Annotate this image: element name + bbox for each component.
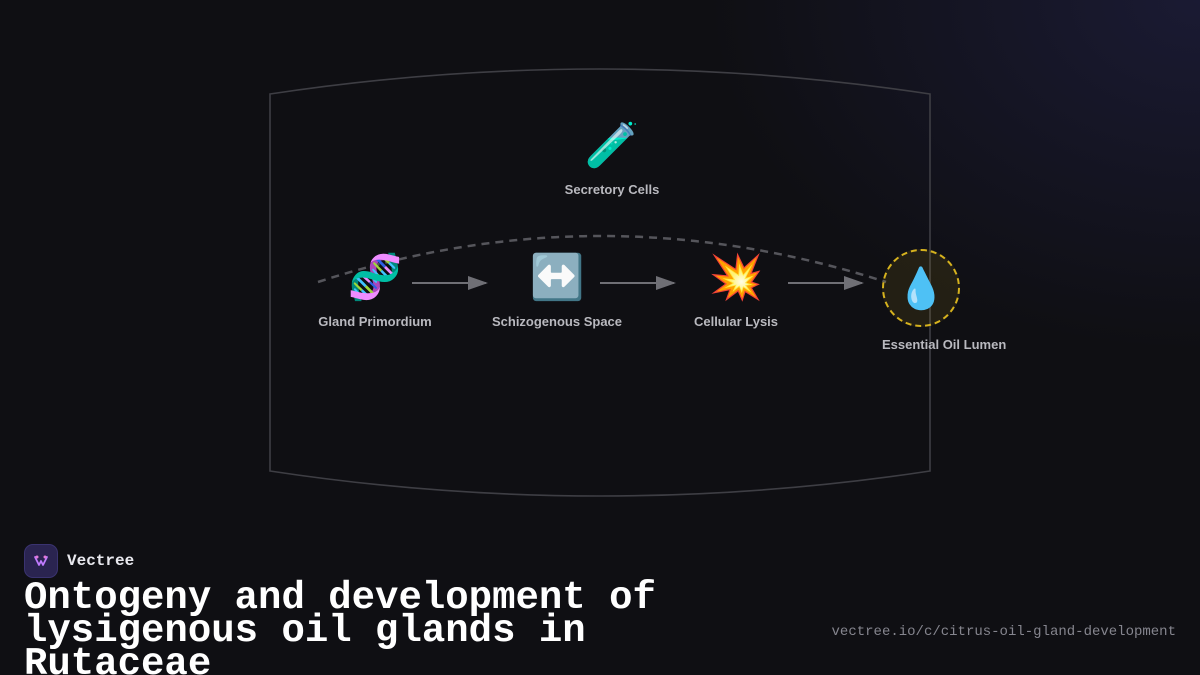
page-title: Ontogeny and development of lysigenous o… <box>24 576 656 675</box>
node-label-schizogenous-space: Schizogenous Space <box>491 314 623 329</box>
brand[interactable]: Vectree <box>24 544 134 578</box>
droplet-icon: 💧 <box>896 265 946 312</box>
node-label-gland-primordium: Gland Primordium <box>318 314 432 329</box>
collision-icon: 💥 <box>708 252 764 303</box>
node-gland-primordium[interactable]: 🧬 Gland Primordium <box>318 252 431 329</box>
node-label-cellular-lysis: Cellular Lysis <box>693 314 779 329</box>
node-cellular-lysis[interactable]: 💥 Cellular Lysis <box>694 252 778 329</box>
test-tube-icon: 🧪 <box>584 120 640 171</box>
brand-name: Vectree <box>67 552 135 570</box>
vectree-logo-icon <box>24 544 58 578</box>
dna-icon: 🧬 <box>347 252 403 303</box>
left-right-arrow-icon: ↔️ <box>529 252 585 303</box>
lumen-connector-curve <box>317 234 887 284</box>
node-essential-oil-lumen[interactable]: 💧 Essential Oil Lumen <box>882 249 1006 352</box>
node-label-essential-oil-lumen: Essential Oil Lumen <box>882 337 1007 352</box>
node-secretory-cells[interactable]: 🧪 Secretory Cells <box>565 120 660 197</box>
source-url[interactable]: vectree.io/c/citrus-oil-gland-developmen… <box>831 624 1176 640</box>
node-label-secretory-cells: Secretory Cells <box>564 182 660 197</box>
highlight-ring: 💧 <box>882 249 960 327</box>
node-schizogenous-space[interactable]: ↔️ Schizogenous Space <box>492 252 622 329</box>
membrane-frame <box>269 68 931 497</box>
